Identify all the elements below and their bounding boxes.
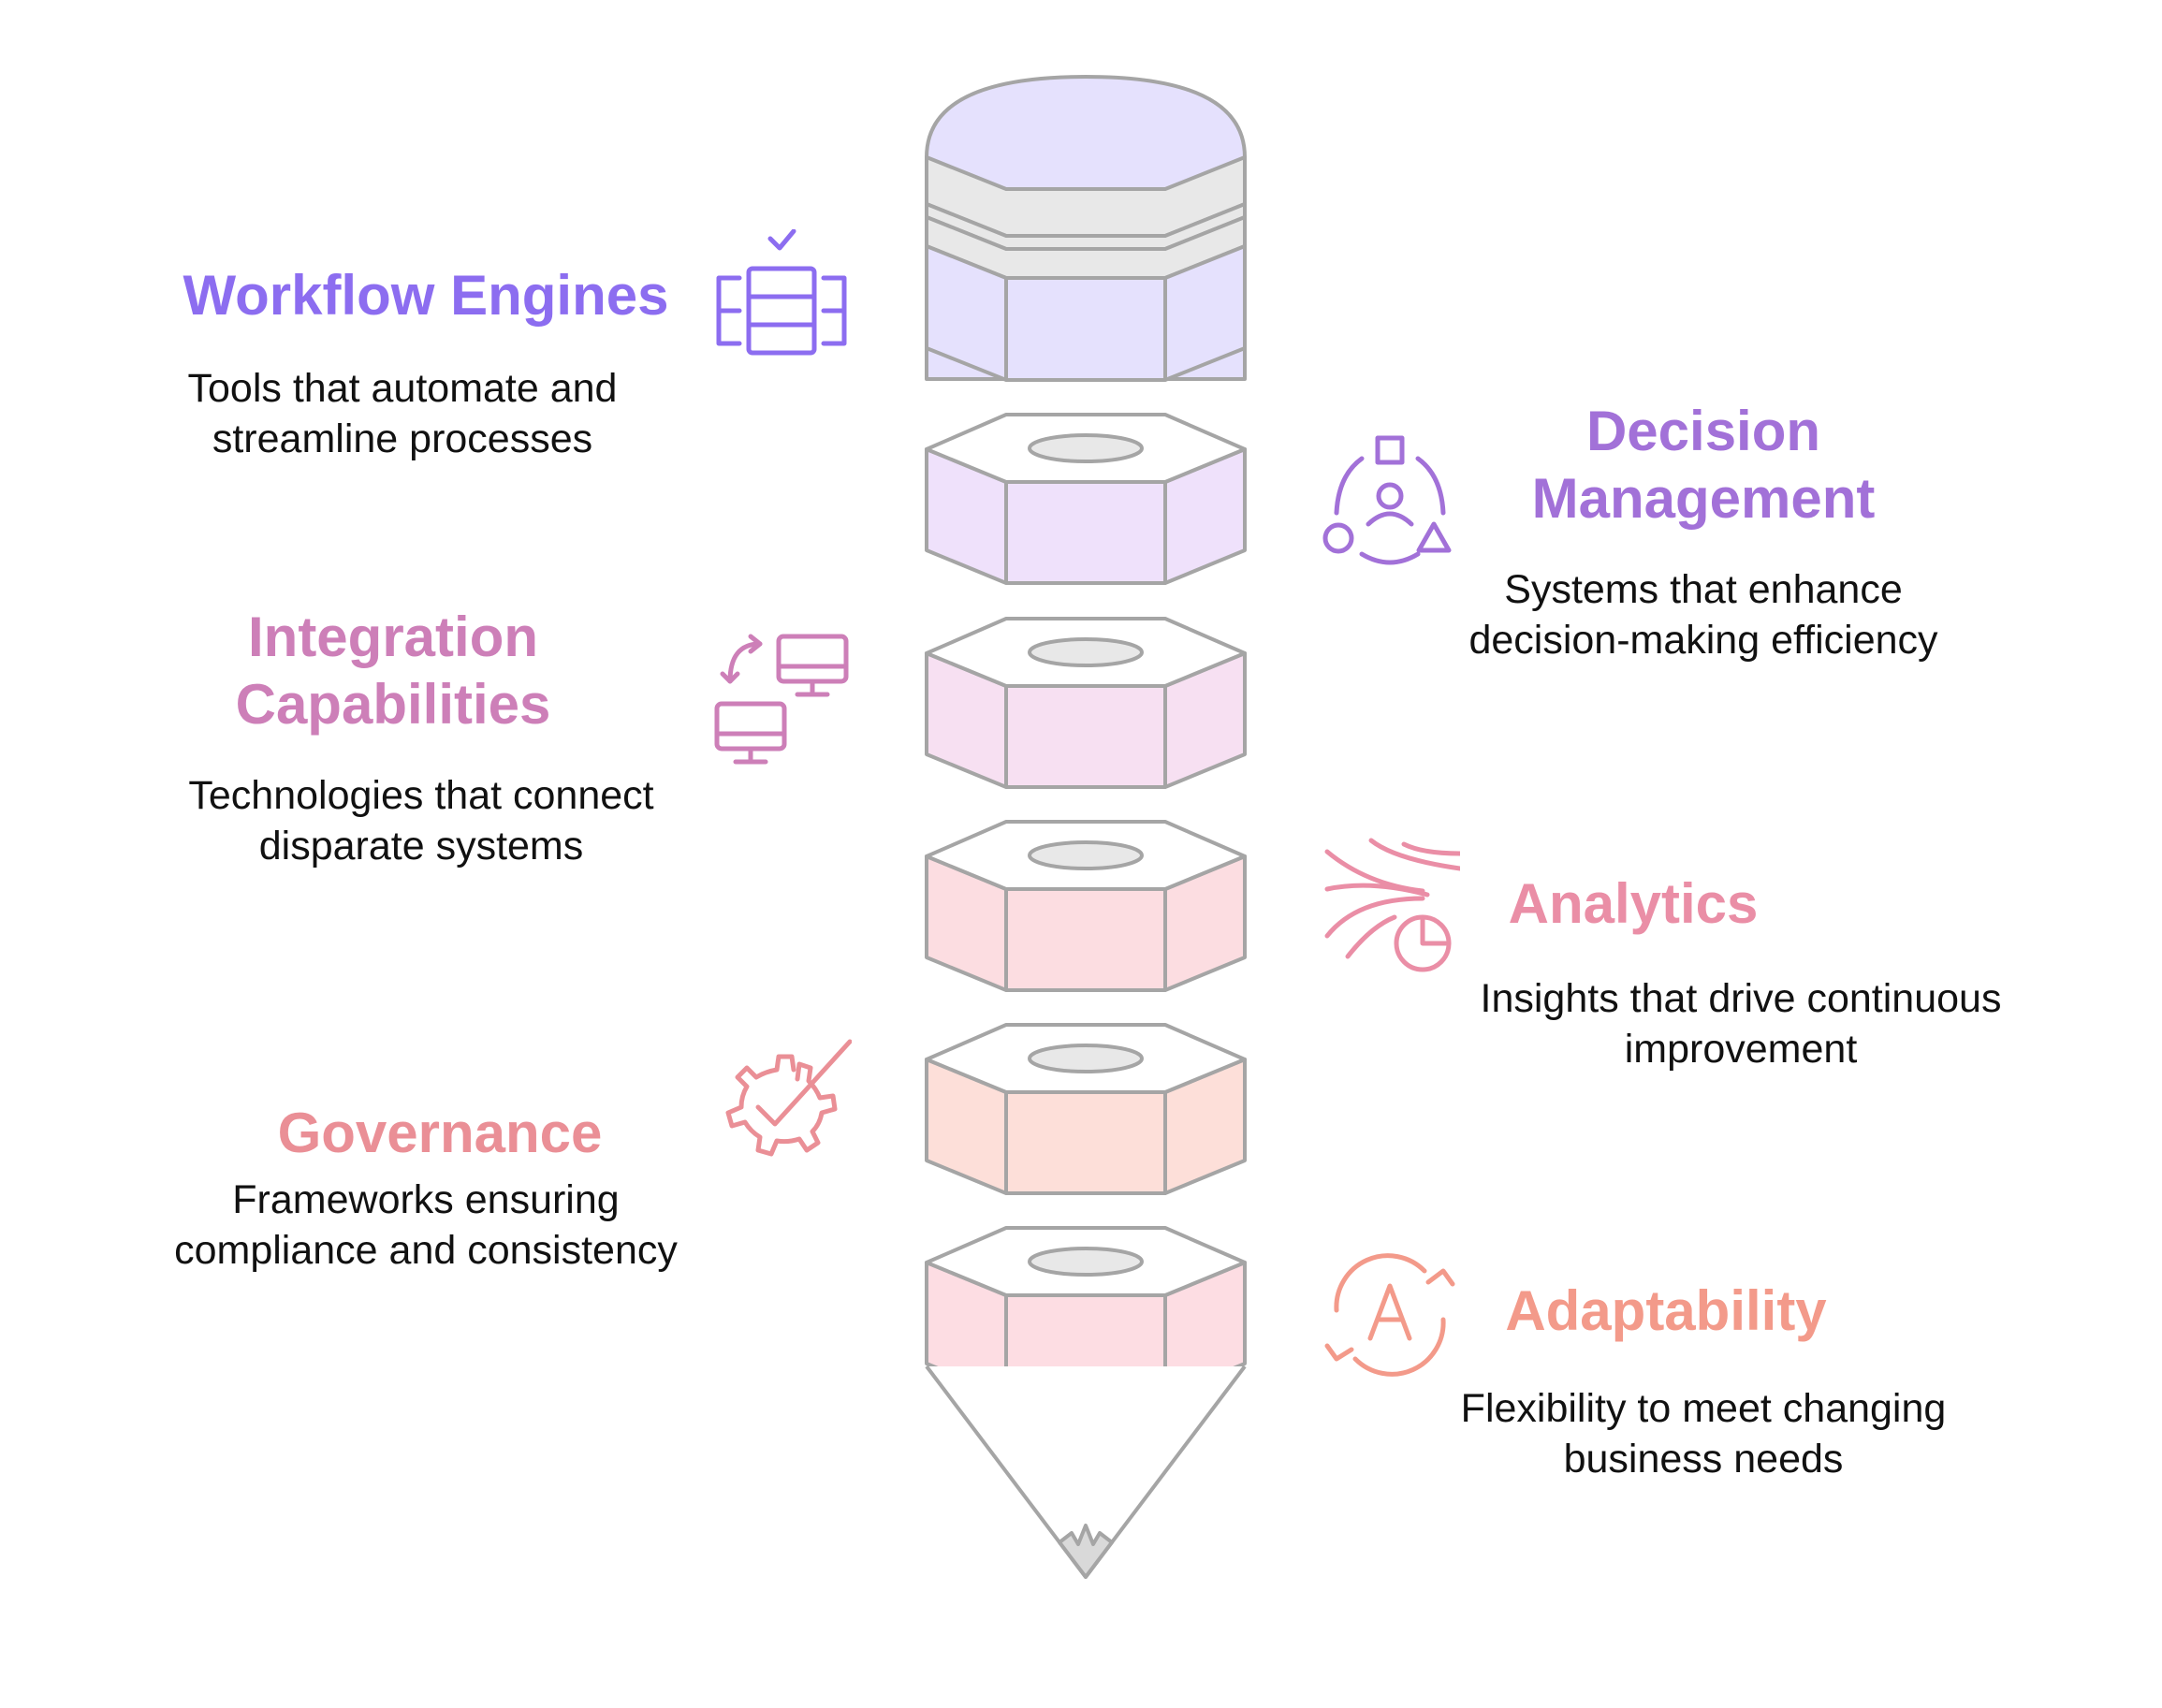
pencil-cap	[925, 75, 1247, 382]
pencil-segment-integration	[925, 617, 1247, 789]
pencil-segment-analytics	[925, 820, 1247, 992]
adaptability-description: Flexibility to meet changing business ne…	[1460, 1386, 1947, 1482]
analytics-title: Analytics	[1508, 872, 1759, 935]
pencil-tip	[925, 1365, 1247, 1579]
pencil-segment-governance	[925, 1023, 1247, 1195]
gear-check-icon	[711, 1034, 852, 1175]
decision-management-title: Decision Management	[1531, 400, 1876, 530]
governance-description: Frameworks ensuring compliance and consi…	[174, 1177, 678, 1273]
analytics-chart-icon	[1320, 833, 1460, 973]
pencil-segment-decision	[925, 413, 1247, 585]
workflow-list-icon	[711, 229, 852, 370]
decision-management-description: Systems that enhance decision-making eff…	[1468, 567, 1938, 663]
computer-sync-icon	[711, 627, 852, 777]
workflow-engines-description: Tools that automate and streamline proce…	[187, 366, 618, 461]
adaptability-title: Adaptability	[1505, 1279, 1827, 1342]
adapt-cycle-icon	[1320, 1245, 1460, 1385]
pencil-segments	[925, 413, 1247, 1398]
decision-shapes-icon	[1320, 431, 1460, 571]
analytics-description: Insights that drive continuous improveme…	[1480, 976, 2002, 1072]
governance-title: Governance	[277, 1102, 603, 1164]
integration-capabilities-description: Technologies that connect disparate syst…	[188, 773, 654, 869]
workflow-engines-title: Workflow Engines	[183, 264, 669, 327]
integration-capabilities-title: Integration Capabilities	[235, 606, 551, 736]
